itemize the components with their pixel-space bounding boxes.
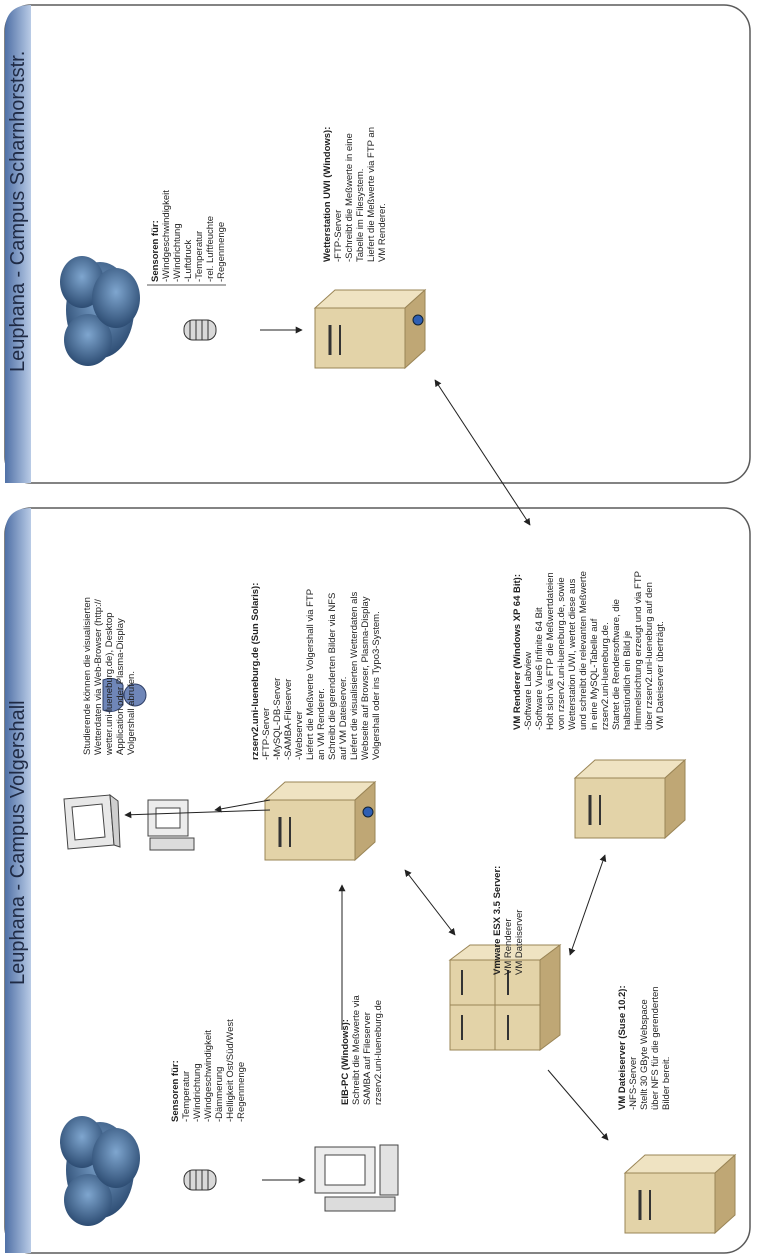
rzserv-line: -Webserver — [294, 711, 305, 760]
rzserv-line: Liefert die Meßwerte Volgershall via FTP — [305, 589, 316, 760]
server-icon — [263, 780, 377, 862]
eib-pc-heading: EIB-PC (Windows): — [340, 1019, 351, 1105]
rzserv-line: an VM Renderer. — [316, 688, 327, 760]
vm-renderer-line: halbstündlich ein Bild je — [622, 631, 633, 730]
eib-pc-line: SAMBA auf Fileserver — [362, 1012, 373, 1105]
sensors-bottom-line: -Windrichtung — [192, 1063, 203, 1122]
sensors-bottom-line: -Dämmerung — [214, 1067, 225, 1122]
studierende-line: Wetterdaten via Web-Browser (http:// — [93, 599, 104, 755]
arrow-vmware-to-dateiserver — [547, 1069, 609, 1141]
eib-pc-text: EIB-PC (Windows): Schreibt die Meßwerte … — [340, 994, 384, 1105]
panel-title-volgershall: Leuphana - Campus Volgershall — [7, 700, 29, 985]
vm-renderer-line: rzserv2.uni-lueneburg.de. — [600, 622, 611, 730]
rzserv-line: Volgershall oder ins Typo3-System. — [371, 611, 382, 760]
wetterstation-line: -Schreibt die Meßwerte in eine — [344, 133, 355, 262]
sensors-top-line: -Luftdruck — [183, 240, 194, 282]
studierende-line: wetter.uni-lueneburg.de), Desktop — [104, 612, 115, 756]
arrow-rzserv-to-clients — [214, 799, 271, 813]
studierende-text: Studierende können die visualisierten We… — [82, 597, 137, 756]
sensors-top-line: -rel. Luftfeuchte — [205, 216, 216, 282]
studierende-line: Application oder Plasma-Display — [115, 618, 126, 755]
vm-renderer-line: von rzserv2.uni-lueneburg.de, sowie — [556, 577, 567, 730]
workstation-icon — [314, 1144, 399, 1212]
sensors-top-line: -Windgeschwindigkeit — [161, 190, 172, 282]
wetterstation-text: Wetterstation UWI (Windows): -FTP-Server… — [322, 127, 388, 262]
eib-pc-line: rzserv2.uni-lueneburg.de — [373, 1000, 384, 1105]
wetterstation-line: -FTP-Server — [333, 210, 344, 262]
rzserv-text: rzserv2.uni-lueneburg.de (Sun Solaris): … — [250, 583, 382, 760]
sensors-top-line: -Regenmenge — [216, 222, 227, 282]
vmware-line: VM Renderer — [503, 919, 514, 976]
sensor-icon — [183, 1169, 217, 1191]
vm-dateiserver-line: über NFS für die gerenderten — [650, 986, 661, 1110]
vm-dateiserver-line: -NFS-Server — [628, 1057, 639, 1110]
wetterstation-heading: Wetterstation UWI (Windows): — [322, 127, 333, 262]
rzserv-line: Liefert die visualisierten Wetterdaten a… — [349, 591, 360, 760]
vm-dateiserver-text: VM Dateiserver (Suse 10.2): -NFS-Server … — [617, 985, 672, 1110]
vm-renderer-line: VM Dateiserver überträgt. — [655, 621, 666, 730]
rzserv-line: -MySQL-DB-Server — [272, 678, 283, 760]
arrow-rzserv-to-monitor — [124, 809, 271, 819]
eib-pc-line: Schreibt die Meßwerte via — [351, 994, 362, 1105]
monitor-icon — [63, 793, 121, 850]
vm-renderer-line: in eine MySQL-Tabelle auf — [589, 618, 600, 730]
rzserv-line: Schreibt die gerenderten Bilder via NFS — [327, 593, 338, 760]
vm-dateiserver-line: Stellt 30 GByte Webspace — [639, 999, 650, 1110]
vmware-heading: Vmware ESX 3.5 Server: — [492, 866, 503, 975]
person-icon — [102, 677, 147, 713]
studierende-line: Volgershall abrufen. — [126, 671, 137, 755]
arrow-wetterstation-to-vm-renderer — [434, 379, 531, 526]
sensors-top-heading: Sensoren für: — [150, 220, 161, 282]
cloud-icon — [60, 1116, 140, 1226]
vm-dateiserver-line: Bilder bereit. — [661, 1057, 672, 1110]
vm-dateiserver-heading: VM Dateiserver (Suse 10.2): — [617, 985, 628, 1110]
rzserv-line: Webseite auf Browser, Plasma-Display — [360, 596, 371, 760]
sensors-bottom-line: -Windgeschwindigkeit — [203, 1030, 214, 1122]
sensor-icon — [183, 319, 217, 341]
cloud-icon — [60, 256, 140, 366]
panel-scharnhorststr: Leuphana - Campus Scharnhorststr. — [4, 4, 751, 484]
vm-renderer-line: und schreibt die relevanten Meßwerte — [578, 571, 589, 730]
arrow-vmware-rzserv — [404, 869, 456, 936]
vm-renderer-heading: VM Renderer (Windows XP 64 Bit): — [512, 574, 523, 730]
blade-server-icon — [448, 944, 562, 1051]
rzserv-line: -SAMBA-Fileserver — [283, 679, 294, 760]
wetterstation-line: Liefert die Meßwerte via FTP an — [366, 127, 377, 262]
sensors-bottom-heading: Sensoren für: — [170, 1060, 181, 1122]
vmware-text: Vmware ESX 3.5 Server: VM Renderer VM Da… — [492, 866, 525, 975]
vm-renderer-line: Wetterstation UWI, wertet diese aus — [567, 578, 578, 730]
server-icon — [573, 758, 687, 840]
vm-renderer-line: -Software Vue6 Infinite 64 Bit — [534, 607, 545, 730]
vm-renderer-line: Startet die Rendersoftware, die — [611, 599, 622, 730]
vm-renderer-text: VM Renderer (Windows XP 64 Bit): -Softwa… — [512, 571, 666, 730]
wetterstation-line: Tabelle im Filesystem. — [355, 169, 366, 262]
panel-title-scharnhorststr: Leuphana - Campus Scharnhorststr. — [7, 51, 29, 372]
sensors-top-line: -Temperatur — [194, 231, 205, 282]
server-icon — [623, 1153, 737, 1235]
sensors-top-text: Sensoren für: -Windgeschwindigkeit -Wind… — [147, 190, 227, 286]
sensors-bottom-line: -Temperatur — [181, 1071, 192, 1122]
panel-volgershall: Leuphana - Campus Volgershall — [4, 507, 751, 1254]
sensors-bottom-text: Sensoren für: -Temperatur -Windrichtung … — [170, 1019, 247, 1122]
vmware-line: VM Dateiserver — [514, 910, 525, 975]
vm-renderer-line: Himmelsrichtung erzeugt und via FTP — [633, 571, 644, 730]
sensors-top-line: -Windrichtung — [172, 223, 183, 282]
server-icon — [313, 288, 427, 370]
vm-renderer-line: über rzserv2.uni-lueneburg auf den — [644, 582, 655, 730]
sensors-bottom-line: -Regenmenge — [236, 1062, 247, 1122]
vm-renderer-line: -Software Labview — [523, 652, 534, 730]
workstation-icon — [147, 799, 195, 851]
rzserv-line: auf VM Dateiserver. — [338, 677, 349, 760]
sensors-bottom-line: -Helligkeit Ost/Süd/West — [225, 1019, 236, 1122]
rzserv-line: -FTP-Server — [261, 708, 272, 760]
studierende-line: Studierende können die visualisierten — [82, 597, 93, 755]
vm-renderer-line: Holt sich via FTP die Meßwertdateien — [545, 572, 556, 730]
rzserv-heading: rzserv2.uni-lueneburg.de (Sun Solaris): — [250, 583, 261, 760]
arrow-vmware-renderer — [568, 854, 607, 956]
wetterstation-line: VM Renderer. — [377, 203, 388, 262]
